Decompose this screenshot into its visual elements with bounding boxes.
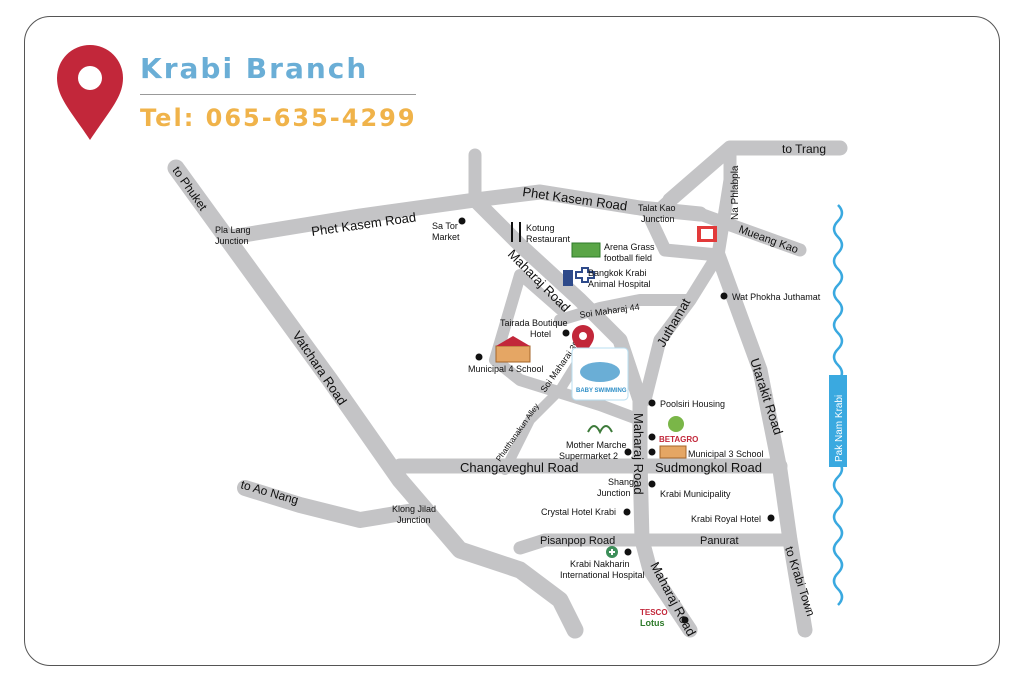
place-krabi-municipality: Krabi Municipality [660, 489, 731, 499]
supermarket-logo-icon [587, 425, 613, 435]
place-shang-2: Junction [597, 488, 631, 498]
place-nakharin: Krabi Nakharin [570, 559, 630, 569]
branch-phone: Tel: 065-635-4299 [140, 104, 417, 132]
place-lotus: Lotus [640, 618, 665, 628]
poi-markers [458, 217, 775, 624]
place-kotung-2: Restaurant [526, 234, 571, 244]
medical-cross-icon [606, 546, 618, 558]
place-municipal-4: Municipal 4 School [468, 364, 544, 374]
place-animal-hospital-2: Animal Hospital [588, 279, 651, 289]
place-pla-lang: Pla Lang [215, 225, 251, 235]
place-klong-jilad: Klong Jilad [392, 504, 436, 514]
place-shang: Shang [608, 477, 634, 487]
restaurant-icon [511, 222, 521, 242]
road-label-phet-kasem-east: Phet Kasem Road [522, 184, 629, 214]
place-sa-tor: Sa Tor [432, 221, 458, 231]
football-field-icon [571, 242, 601, 258]
place-tesco: TESCO [640, 608, 668, 617]
place-pla-lang-2: Junction [215, 236, 249, 246]
store-logo-icon [697, 226, 717, 242]
title-divider [140, 94, 416, 95]
place-poolsiri: Poolsiri Housing [660, 399, 725, 409]
school-3-icon [659, 445, 687, 459]
place-mother-marche: Mother Marche [566, 440, 627, 450]
svg-text:BABY SWIMMING: BABY SWIMMING [576, 388, 627, 394]
river-label: Pak Nam Krabi [834, 395, 845, 462]
place-animal-hospital: Bangkok Krabi [588, 268, 647, 278]
place-tairada: Tairada Boutique [500, 318, 568, 328]
river-label-box [829, 375, 847, 467]
place-talat-kao: Talat Kao [638, 203, 676, 213]
road-label-na-phlabpla: Na Phlabpla [730, 165, 741, 220]
road-label-vatchara: Vatchara Road [290, 328, 350, 407]
place-arena-2: football field [604, 253, 652, 263]
hospital-icon [563, 267, 595, 286]
place-royal: Krabi Royal Hotel [691, 514, 761, 524]
place-kotung: Kotung [526, 223, 555, 233]
location-pin-icon [57, 45, 123, 140]
place-crystal: Crystal Hotel Krabi [541, 507, 616, 517]
place-arena: Arena Grass [604, 242, 655, 252]
branch-title: Krabi Branch [140, 52, 369, 85]
place-tairada-2: Hotel [530, 329, 551, 339]
betagro-logo-icon [668, 416, 684, 432]
place-mother-marche-2: Supermarket 2 [559, 451, 618, 461]
destination-phuket: to Phuket [170, 164, 211, 214]
school-icon [495, 336, 531, 363]
road-label-changaveghul: Changaveghul Road [460, 460, 579, 475]
road-label-pisanpop: Pisanpop Road [540, 535, 615, 547]
destination-trang: to Trang [782, 142, 826, 156]
place-talat-kao-2: Junction [641, 214, 675, 224]
road-label-sudmongkol: Sudmongkol Road [655, 460, 762, 475]
baby-swimming-logo: BABY SWIMMING [571, 347, 629, 401]
place-klong-jilad-2: Junction [397, 515, 431, 525]
road-label-maharaj-mid: Maharaj Road [631, 413, 646, 495]
place-sa-tor-2: Market [432, 232, 460, 242]
place-municipal-3: Municipal 3 School [688, 449, 764, 459]
place-wat: Wat Phokha Juthamat [732, 292, 821, 302]
road-label-panurat: Panurat [700, 535, 739, 547]
place-nakharin-2: International Hospital [560, 570, 645, 580]
place-betagro: BETAGRO [659, 435, 698, 444]
